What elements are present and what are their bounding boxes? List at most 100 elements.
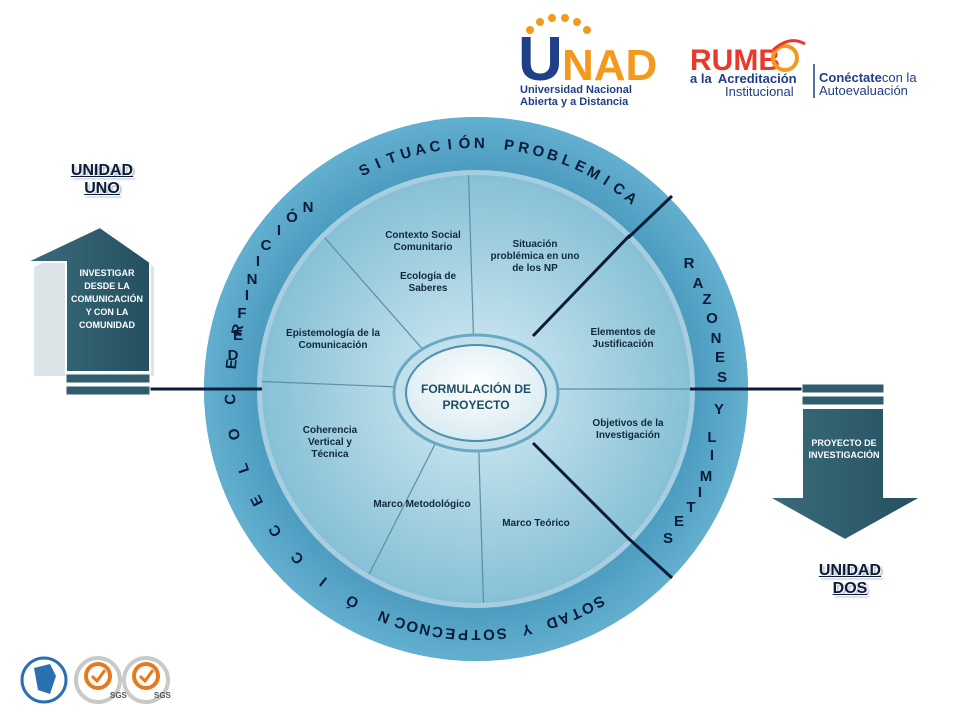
unidad-dos-line1: UNIDAD: [818, 562, 882, 579]
sgs-label-2: SGS: [154, 691, 172, 700]
ring-top-letter-6: I: [447, 136, 453, 153]
ring-left-letter-0: D: [228, 347, 239, 364]
ring-right-lower-letter-5: E: [674, 513, 684, 530]
ring-right-upper-letter-4: N: [711, 330, 722, 347]
rumbo-logo: RUMB a la Acreditación Institucional Con…: [690, 39, 917, 99]
segment-situacion-line-0: Situación: [512, 239, 557, 250]
left-arrow-bar2: [65, 385, 151, 396]
ring-top-letter-10: P: [503, 137, 515, 155]
ring-right-lower-letter-1: I: [710, 447, 714, 464]
unad-logo-line1: Universidad Nacional: [520, 84, 632, 96]
ring-top-letter-3: U: [398, 144, 413, 163]
ring-left-letter-1: E: [233, 327, 243, 344]
ring-right-upper-letter-0: R: [684, 255, 695, 272]
segment-objetivos-line-1: Investigación: [596, 430, 660, 441]
ring-right-upper-letter-3: O: [706, 310, 718, 327]
center-label-line2: PROYECTO: [442, 398, 509, 412]
ring-bottom-a-letter-0: R: [228, 322, 247, 337]
segment-marco-metodologico-line-0: Marco Metodológico: [373, 499, 470, 510]
ring-right-lower-letter-4: T: [686, 499, 695, 516]
ring-right-lower-letter-0: L: [707, 429, 716, 446]
right-arrow-shape: [764, 407, 926, 542]
rumbo-word: RUMB: [690, 44, 780, 77]
unad-dot-1: [536, 18, 544, 26]
unad-sun-dots-icon: [526, 14, 591, 34]
ring-top-letter-4: A: [413, 140, 428, 159]
ring-right-y-letter-0: Y: [714, 401, 724, 418]
ring-bottom-b-letter-1: O: [404, 616, 420, 636]
ring-diagram: FORMULACIÓN DE PROYECTO Contexto SocialC…: [150, 117, 802, 661]
segment-spoke-4: [477, 438, 485, 603]
left-arrow-text-line-3: Y CON LA: [86, 307, 129, 317]
unad-logo-line2: Abierta y a Distancia: [520, 96, 629, 108]
unad-logo: U NAD Universidad Nacional Abierta y a D…: [518, 14, 657, 108]
ring-bottom-b-letter-6: T: [471, 626, 480, 643]
ring-top-letter-8: N: [474, 135, 485, 152]
ring-top-letter-12: O: [530, 142, 546, 161]
sgs-badge-1-icon: SGS: [74, 656, 128, 704]
ring-bottom-b-letter-8: S: [496, 624, 508, 642]
rumbo-line1-prefix: a la: [690, 71, 712, 86]
segment-situacion-line-2: de los NP: [512, 263, 558, 274]
unad-dot-3: [561, 14, 569, 22]
ring-bottom-a-letter-1: E: [223, 358, 241, 370]
ring-top-letter-7: Ó: [458, 134, 471, 153]
spoke-dark-upper: [531, 233, 632, 338]
ring-bottom-b-letter-12: D: [544, 613, 560, 633]
ring-right-lower-letter-2: M: [700, 468, 713, 485]
left-arrow-shape: [25, 225, 151, 373]
left-arrow-bar1: [65, 373, 151, 384]
segment-epistemologia-line-1: Comunicación: [299, 340, 368, 351]
unidad-uno-line2: UNO: [84, 180, 120, 197]
ring-bottom-b-letter-10: Y: [520, 620, 533, 639]
rumbo-right-light: con la: [882, 70, 917, 85]
segment-coherencia-line-2: Técnica: [311, 449, 349, 460]
right-arrow-text-line-1: INVESTIGACIÓN: [808, 449, 879, 460]
segment-spoke-2: [262, 380, 407, 388]
unad-dot-5: [583, 26, 591, 34]
ring-top-letter-11: R: [517, 139, 531, 158]
segment-ecologia-line-1: Saberes: [409, 283, 448, 294]
segment-spoke-3: [368, 432, 442, 575]
footer-badges: SGS SGS: [20, 656, 172, 704]
ring-bottom-b-letter-7: O: [482, 625, 495, 643]
ring-right-upper-letter-1: A: [693, 275, 704, 292]
svg-text:Conéctatecon la: Conéctatecon la: [819, 70, 917, 85]
segment-contexto-line-0: Contexto Social: [385, 230, 461, 241]
unidad-dos-title: UNIDAD DOS: [810, 562, 890, 598]
segment-elementos-line-0: Elementos de: [590, 327, 655, 338]
segment-coherencia-line-0: Coherencia: [303, 425, 358, 436]
segment-spoke-0: [467, 175, 475, 340]
segment-ecologia-line-0: Ecología de: [400, 271, 457, 282]
segment-marco-teorico-line-0: Marco Teórico: [502, 518, 570, 529]
rumbo-line2: Institucional: [725, 84, 794, 99]
right-arrow-bar2: [801, 395, 885, 406]
ring-bottom-b-letter-4: E: [444, 624, 456, 642]
center-ellipse-inner: [405, 344, 547, 442]
left-arrow-text-line-1: DESDE LA: [84, 281, 130, 291]
right-arrow-bar1: [801, 383, 885, 394]
ring-left-letter-4: N: [247, 271, 258, 288]
center-label-line1: FORMULACIÓN DE: [421, 381, 531, 396]
unad-dot-2: [548, 14, 556, 22]
ring-left-letter-9: N: [303, 199, 314, 216]
ring-right-lower-letter-6: S: [663, 530, 673, 547]
right-arrow-text-line-0: PROYECTO DE: [811, 438, 876, 448]
segment-contexto-line-1: Comunitario: [394, 242, 453, 253]
ring-top-letter-13: B: [545, 146, 561, 166]
unidad-uno-title: UNIDAD UNO: [62, 162, 142, 198]
rumbo-line1-bold: Acreditación: [718, 71, 797, 86]
segment-objetivos-line-0: Objetivos de la: [592, 418, 664, 429]
svg-text:a la Acreditación: a la Acreditación: [690, 71, 797, 86]
unad-logo-nad: NAD: [562, 41, 657, 90]
segment-coherencia-line-1: Vertical y: [308, 437, 352, 448]
segment-dividers: [262, 175, 690, 603]
segment-spoke-1: [324, 237, 427, 355]
ring-left-letter-7: I: [277, 222, 281, 239]
